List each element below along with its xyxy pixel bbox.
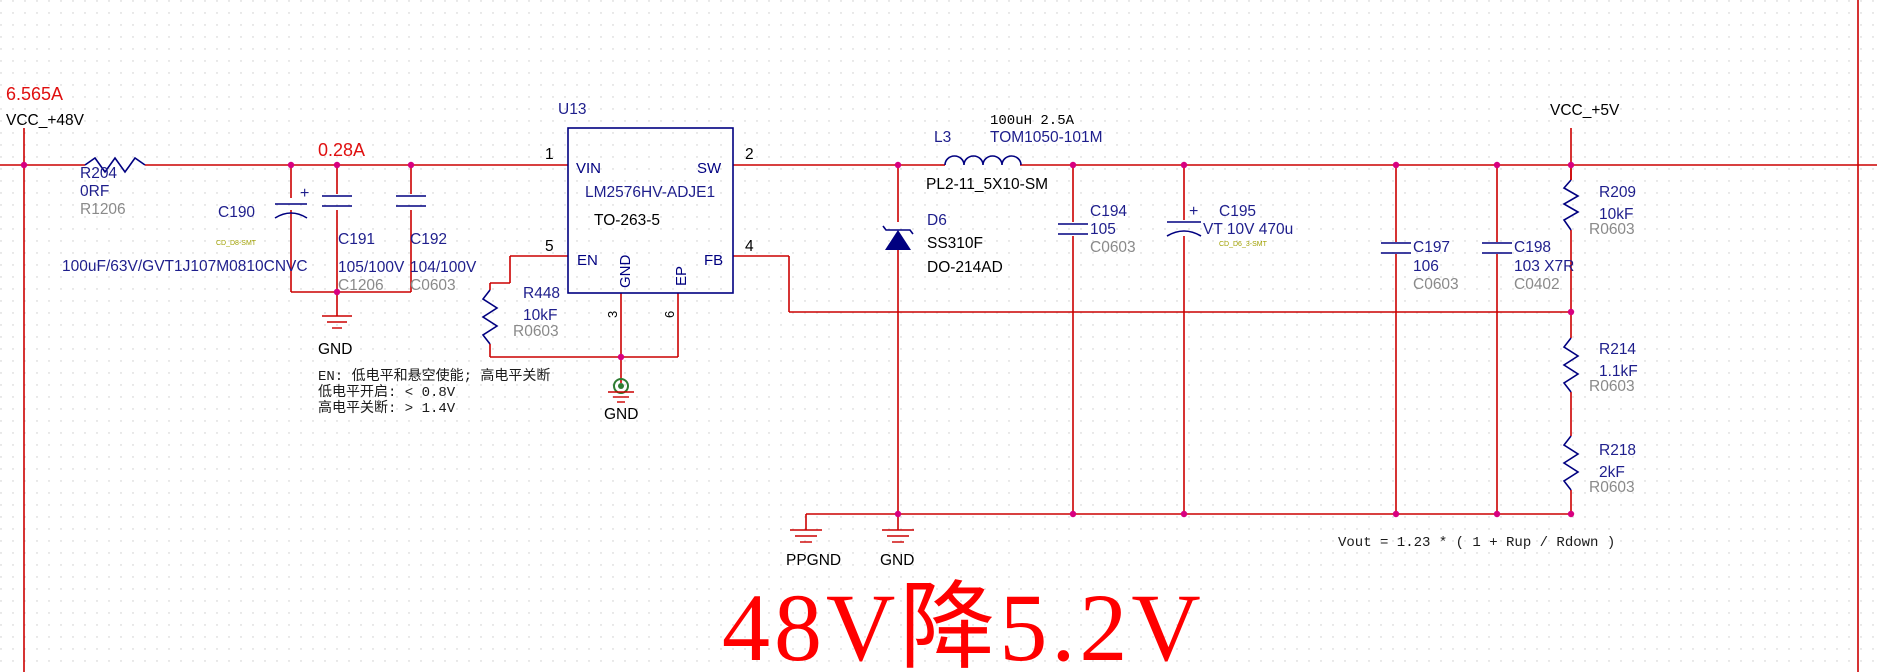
l3-rating: 100uH 2.5A bbox=[990, 113, 1075, 129]
r214-ref: R214 bbox=[1599, 341, 1636, 358]
d6-package: DO-214AD bbox=[927, 259, 1003, 276]
c194-ref: C194 bbox=[1090, 203, 1127, 220]
current-in-label: 6.565A bbox=[6, 84, 63, 104]
l3-ref: L3 bbox=[934, 129, 951, 146]
gnd-label-ic: GND bbox=[604, 406, 638, 423]
r218-package: R0603 bbox=[1589, 479, 1635, 496]
ic-u13[interactable]: U13 LM2576HV-ADJE1 TO-263-5 VIN SW EN FB… bbox=[545, 101, 754, 318]
c197-ref: C197 bbox=[1413, 239, 1450, 256]
vout-formula: Vout = 1.23 * ( 1 + Rup / Rdown ) bbox=[1338, 535, 1615, 551]
pin-vin: VIN bbox=[576, 160, 601, 177]
l3-part: TOM1050-101M bbox=[990, 129, 1103, 146]
c197-package: C0603 bbox=[1413, 276, 1459, 293]
c191-package: C1206 bbox=[338, 277, 384, 294]
diode-d6[interactable]: D6 SS310F DO-214AD bbox=[882, 212, 1003, 276]
r204-ref: R204 bbox=[80, 165, 117, 182]
resistor-r218[interactable]: R218 2kF R0603 bbox=[1562, 435, 1636, 496]
r204-package: R1206 bbox=[80, 201, 126, 218]
en-note-line1: EN: 低电平和悬空使能; 高电平关断 bbox=[318, 367, 550, 385]
c194-package: C0603 bbox=[1090, 239, 1136, 256]
en-notes: EN: 低电平和悬空使能; 高电平关断 低电平开启: < 0.8V 高电平关断:… bbox=[318, 367, 550, 417]
capacitor-c194[interactable]: C194 105 C0603 bbox=[1058, 203, 1136, 256]
r209-ref: R209 bbox=[1599, 184, 1636, 201]
r204-value: 0RF bbox=[80, 183, 109, 200]
r214-package: R0603 bbox=[1589, 378, 1635, 395]
schematic-title: 48V降5.2V bbox=[722, 574, 1205, 672]
c190-polarity: + bbox=[300, 185, 309, 202]
pin-number-2: 2 bbox=[745, 146, 754, 163]
resistor-r448[interactable]: R448 10kF R0603 bbox=[481, 285, 560, 345]
ground-symbol-ppgnd: PPGND bbox=[786, 529, 841, 569]
c195-tag: CD_D6_3-SMT bbox=[1219, 241, 1268, 248]
pin-en: EN bbox=[577, 252, 598, 269]
capacitor-c195[interactable]: + C195 VT 10V 470u CD_D6_3-SMT bbox=[1166, 203, 1293, 248]
c191-ref: C191 bbox=[338, 231, 375, 248]
pin-ep: EP bbox=[673, 266, 690, 286]
ppgnd-label: PPGND bbox=[786, 552, 841, 569]
resistor-r204[interactable]: R204 0RF R1206 bbox=[80, 156, 146, 218]
u13-package: TO-263-5 bbox=[594, 212, 660, 229]
pin-number-6: 6 bbox=[662, 311, 677, 318]
resistor-r214[interactable]: R214 1.1kF R0603 bbox=[1562, 337, 1638, 395]
gnd-label-output: GND bbox=[880, 552, 914, 569]
c197-value: 106 bbox=[1413, 258, 1439, 275]
vout-net-label: VCC_+5V bbox=[1550, 102, 1620, 119]
r214-value: 1.1kF bbox=[1599, 363, 1638, 380]
c190-value: 100uF/63V/GVT1J107M0810CNVC bbox=[62, 258, 308, 275]
c192-ref: C192 bbox=[410, 231, 447, 248]
capacitor-c197[interactable]: C197 106 C0603 bbox=[1381, 239, 1459, 293]
pin-gnd: GND bbox=[617, 255, 634, 289]
c191-value: 105/100V bbox=[338, 259, 405, 276]
capacitor-c191[interactable]: C191 105/100V C1206 bbox=[322, 195, 405, 294]
u13-part: LM2576HV-ADJE1 bbox=[585, 184, 715, 201]
gnd-label-input: GND bbox=[318, 341, 352, 358]
pin-number-4: 4 bbox=[745, 238, 754, 255]
c194-value: 105 bbox=[1090, 221, 1116, 238]
vin-net-label: VCC_+48V bbox=[6, 112, 85, 129]
u13-ref: U13 bbox=[558, 101, 586, 118]
d6-ref: D6 bbox=[927, 212, 947, 229]
d6-part: SS310F bbox=[927, 235, 983, 252]
c195-polarity: + bbox=[1189, 203, 1198, 220]
junction-dots bbox=[20, 161, 1575, 518]
ground-symbol-input: GND bbox=[318, 315, 352, 358]
pin-fb: FB bbox=[704, 252, 723, 269]
r209-value: 10kF bbox=[1599, 206, 1633, 223]
en-note-line3: 高电平关断: > 1.4V bbox=[318, 399, 456, 417]
capacitor-c190[interactable]: + C190 CD_D8-SMT 100uF/63V/GVT1J107M0810… bbox=[62, 185, 309, 275]
c195-ref: C195 bbox=[1219, 203, 1256, 220]
ground-symbol-output: GND bbox=[880, 529, 914, 569]
capacitor-c192[interactable]: C192 104/100V C0603 bbox=[396, 195, 477, 294]
inductor-l3[interactable]: 100uH 2.5A L3 TOM1050-101M PL2-11_5X10-S… bbox=[926, 113, 1103, 193]
c190-tag: CD_D8-SMT bbox=[216, 240, 257, 247]
r218-value: 2kF bbox=[1599, 464, 1625, 481]
pin-number-1: 1 bbox=[545, 146, 554, 163]
c198-ref: C198 bbox=[1514, 239, 1551, 256]
c198-package: C0402 bbox=[1514, 276, 1560, 293]
pin-sw: SW bbox=[697, 160, 722, 177]
c190-ref: C190 bbox=[218, 204, 255, 221]
r448-ref: R448 bbox=[523, 285, 560, 302]
resistor-r209[interactable]: R209 10kF R0603 bbox=[1562, 179, 1636, 238]
capacitor-c198[interactable]: C198 103 X7R C0402 bbox=[1482, 239, 1574, 293]
c198-value: 103 X7R bbox=[1514, 258, 1574, 275]
pin-number-3: 3 bbox=[605, 311, 620, 318]
pin-number-5: 5 bbox=[545, 238, 554, 255]
ground-symbol-ic: GND bbox=[604, 378, 638, 423]
c192-package: C0603 bbox=[410, 277, 456, 294]
r448-value: 10kF bbox=[523, 307, 557, 324]
r218-ref: R218 bbox=[1599, 442, 1636, 459]
current-branch-label: 0.28A bbox=[318, 140, 365, 160]
l3-package: PL2-11_5X10-SM bbox=[926, 176, 1048, 193]
c195-value: VT 10V 470u bbox=[1203, 221, 1293, 238]
r209-package: R0603 bbox=[1589, 221, 1635, 238]
c192-value: 104/100V bbox=[410, 259, 477, 276]
r448-package: R0603 bbox=[513, 323, 559, 340]
en-note-line2: 低电平开启: < 0.8V bbox=[318, 384, 456, 401]
